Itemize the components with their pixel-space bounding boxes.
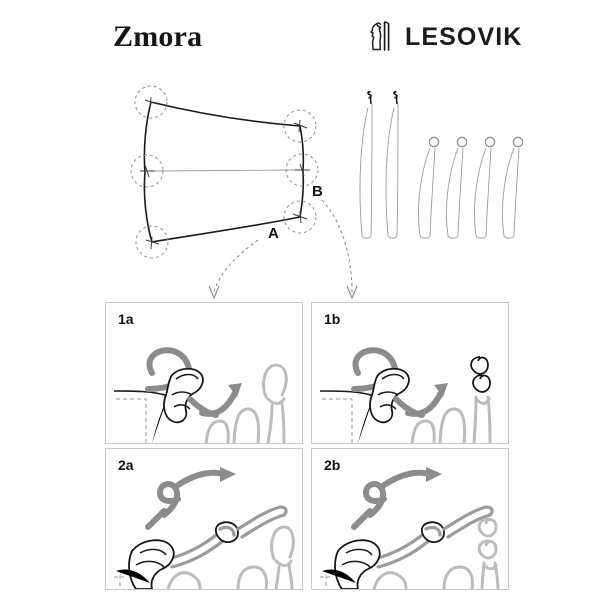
callout-label-a: A — [268, 225, 279, 242]
attachment-point-bottom-right — [283, 200, 317, 234]
brand-lockup: LESOVIK — [366, 20, 522, 54]
loop-end — [262, 363, 288, 443]
attachment-point-bottom-left — [135, 225, 169, 259]
callout-b: B — [312, 183, 358, 300]
loop-icon — [484, 136, 496, 148]
guylines-with-loops — [418, 136, 524, 239]
arrowhead — [426, 467, 442, 482]
step-2b-panel: 2b — [311, 448, 509, 590]
callout-a: A — [208, 225, 279, 300]
step-2a-panel: 2a — [105, 448, 303, 590]
s-hook-end — [477, 517, 500, 589]
guyline-loop-2 — [446, 136, 468, 239]
tarp-outline — [143, 101, 305, 243]
stopper-knot — [214, 521, 239, 544]
s-hook-icon — [367, 90, 372, 99]
stopper-knot — [420, 521, 445, 544]
guyline-with-stopper-knot — [372, 505, 494, 569]
guyline-loop-3 — [474, 136, 496, 239]
guyline-loop-1 — [418, 136, 440, 239]
guylines-with-hooks — [359, 90, 399, 239]
attachment-point-top-left — [134, 85, 168, 119]
callout-arrow-a — [213, 239, 259, 293]
attachment-point-mid-left — [130, 154, 164, 188]
direction-arrow — [405, 383, 448, 417]
girth-hitch-knot — [163, 367, 204, 424]
step-2a-label: 2a — [118, 457, 134, 473]
step-1b-artwork — [312, 303, 508, 443]
guyline-result-hook-end — [372, 517, 500, 589]
loop-icon — [456, 136, 468, 148]
step-2a-artwork — [106, 449, 302, 589]
step-panel-grid: 1a — [105, 302, 509, 590]
guyline-loop-4 — [502, 136, 524, 239]
guyline-with-stopper-knot — [166, 505, 288, 569]
step-2b-artwork — [312, 449, 508, 589]
step-1a-artwork — [106, 303, 302, 443]
guyline-result-hook-end — [410, 356, 492, 443]
arrowhead — [220, 467, 236, 482]
step-1b-panel: 1b — [311, 302, 509, 444]
tarp-edge — [319, 390, 375, 397]
knot-detail-callout — [145, 467, 236, 530]
hiker-figure-icon — [370, 21, 390, 51]
knot-detail-callout — [351, 467, 442, 530]
step-1a-label: 1a — [118, 311, 134, 327]
loop-icon — [428, 136, 440, 148]
tarp-fabric-hint — [322, 398, 353, 443]
arrowhead — [228, 383, 242, 397]
callout-arrowhead-b — [346, 285, 358, 300]
girth-hitch-knot — [369, 367, 410, 424]
s-hook-icon — [393, 90, 398, 99]
direction-arrow — [199, 383, 242, 417]
attachment-point-top-right — [283, 109, 317, 143]
completed-girth-hitch — [320, 539, 381, 589]
tarp-overview-illustration: A B — [0, 70, 600, 300]
step-1a-panel: 1a — [105, 302, 303, 444]
step-1b-label: 1b — [324, 311, 341, 327]
guyline-hook-2 — [385, 90, 399, 239]
sheet-header: Zmora LESOVIK — [0, 0, 600, 70]
guyline-result-loop-end — [166, 525, 295, 589]
tarp-edge — [113, 390, 169, 397]
tarp-attachment-points — [130, 85, 319, 259]
callout-label-b: B — [312, 183, 323, 200]
loop-icon — [512, 136, 524, 148]
page-title: Zmora — [113, 20, 203, 53]
s-hook-end — [470, 356, 492, 443]
tarp-fabric-hint — [116, 398, 147, 443]
completed-girth-hitch — [114, 539, 175, 589]
brand-name: LESOVIK — [405, 23, 523, 51]
guyline-result-loop-end — [204, 363, 288, 443]
loop-end — [270, 525, 295, 589]
step-2b-label: 2b — [324, 457, 341, 473]
tarp-tieout-tail — [322, 569, 356, 583]
callout-arrowhead-a — [208, 285, 220, 300]
arrowhead — [434, 383, 448, 397]
callout-arrow-b — [321, 199, 353, 293]
guyline-hook-1 — [359, 90, 373, 239]
attachment-point-mid-right — [285, 153, 319, 187]
tarp-tieout-tail — [116, 569, 150, 583]
